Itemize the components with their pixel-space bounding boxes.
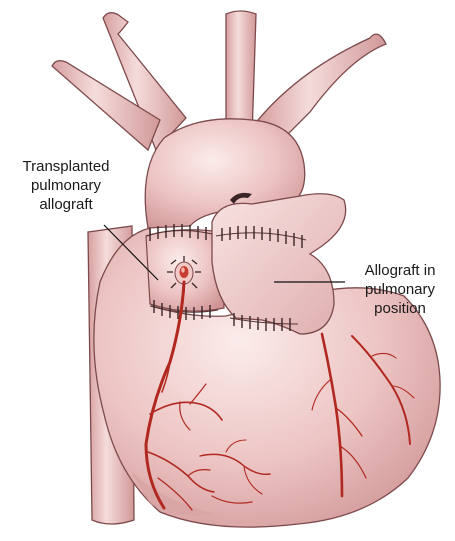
allograft-in-pulmonary-position-label: Allograft in pulmonary position xyxy=(346,261,454,318)
label-line-2: pulmonary xyxy=(0,176,132,195)
transplanted-pulmonary-allograft-label: Transplanted pulmonary allograft xyxy=(0,157,132,214)
pulmonary-allograft xyxy=(212,194,346,334)
label-line-1: Transplanted xyxy=(0,157,132,176)
label-line-3: position xyxy=(346,299,454,318)
label-line-2: pulmonary xyxy=(346,280,454,299)
label-line-3: allograft xyxy=(0,195,132,214)
label-line-1: Allograft in xyxy=(346,261,454,280)
